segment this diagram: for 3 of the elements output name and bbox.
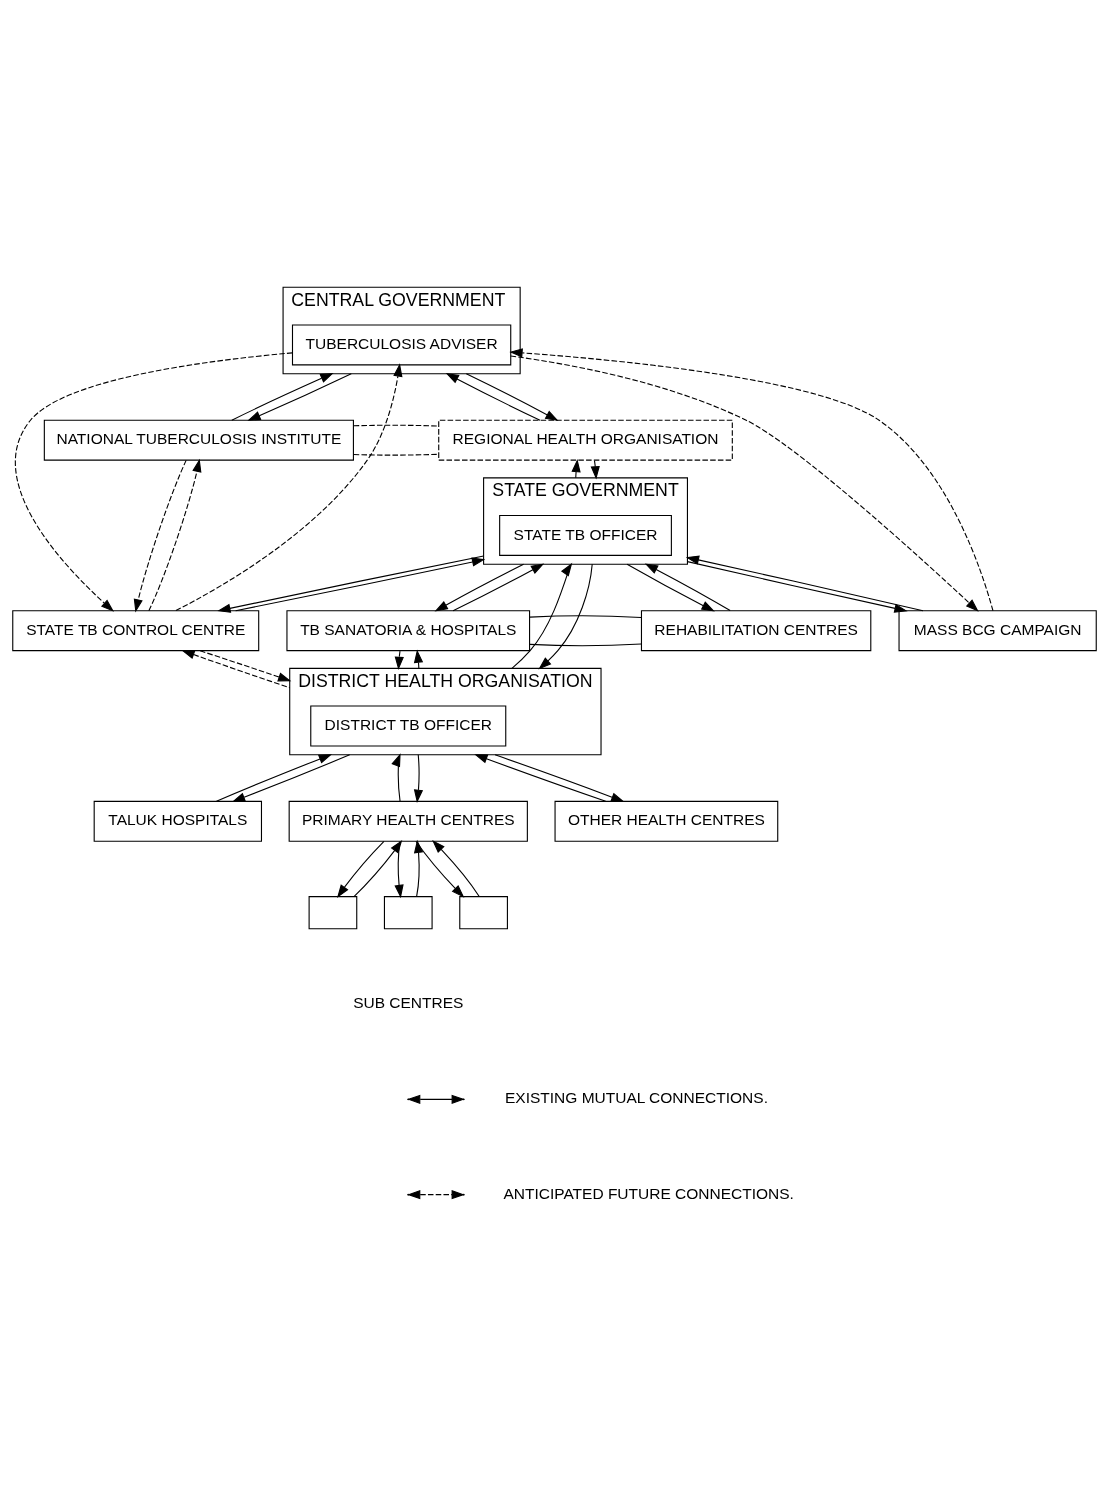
legend-label: EXISTING MUTUAL CONNECTIONS. [505,1089,768,1107]
legend-label: ANTICIPATED FUTURE CONNECTIONS. [503,1184,794,1202]
label: SUB CENTRES [353,994,464,1012]
